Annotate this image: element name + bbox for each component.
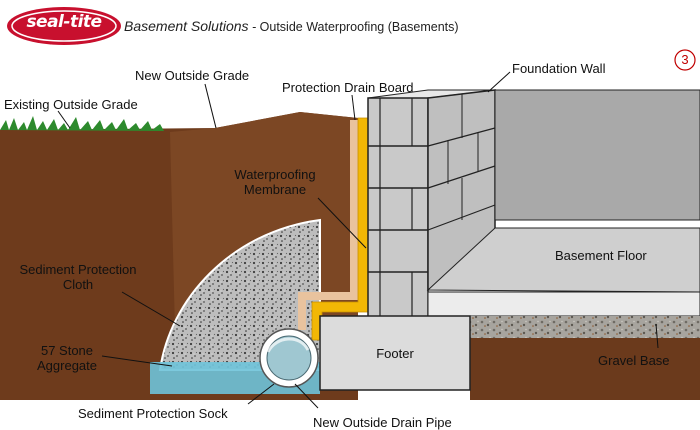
label-basement-floor: Basement Floor — [555, 248, 647, 263]
label-waterproofing-membrane-line1: Waterproofing — [234, 167, 316, 182]
header-subtitle: Outside Waterproofing (Basements) — [259, 20, 459, 34]
drain-pipe-icon — [259, 328, 319, 388]
basement-floor-slab — [426, 227, 700, 293]
page-number: 3 — [681, 52, 689, 67]
header-separator: - — [248, 20, 260, 34]
label-57-stone-aggregate: 57 Stone Aggregate — [24, 343, 110, 373]
interior-wall — [494, 89, 700, 221]
label-protection-drain-board: Protection Drain Board — [282, 80, 414, 95]
header-title: Basement Solutions - Outside Waterproofi… — [124, 19, 459, 35]
basement-floor-edge — [427, 291, 700, 317]
gravel-base — [470, 316, 700, 338]
drain-board — [298, 120, 358, 330]
label-new-outside-grade: New Outside Grade — [135, 68, 250, 83]
label-sediment-protection-cloth: Sediment Protection Cloth — [6, 262, 150, 292]
label-footer: Footer — [376, 346, 414, 361]
label-sediment-protection-cloth-line1: Sediment Protection — [19, 262, 137, 277]
label-57-stone-aggregate-line1: 57 Stone — [40, 343, 94, 358]
label-new-outside-drain-pipe: New Outside Drain Pipe — [313, 415, 452, 430]
label-waterproofing-membrane: Waterproofing Membrane — [230, 167, 320, 197]
leader-lines — [57, 71, 659, 409]
label-gravel-base: Gravel Base — [598, 353, 670, 368]
seal-tite-logo-icon — [7, 7, 121, 45]
label-sediment-protection-cloth-line2: Cloth — [62, 277, 94, 292]
label-foundation-wall: Foundation Wall — [512, 61, 606, 76]
logo-text: seal-tite — [26, 12, 102, 32]
label-57-stone-aggregate-line2: Aggregate — [37, 358, 97, 373]
foundation-wall — [367, 89, 496, 321]
header-title-text: Basement Solutions — [124, 18, 249, 34]
page-number-circle — [674, 49, 696, 71]
label-waterproofing-membrane-line2: Membrane — [243, 182, 307, 197]
label-sediment-protection-sock: Sediment Protection Sock — [78, 406, 228, 421]
footer-block — [319, 315, 471, 391]
label-existing-outside-grade: Existing Outside Grade — [4, 97, 138, 112]
grass-icon — [0, 116, 164, 131]
